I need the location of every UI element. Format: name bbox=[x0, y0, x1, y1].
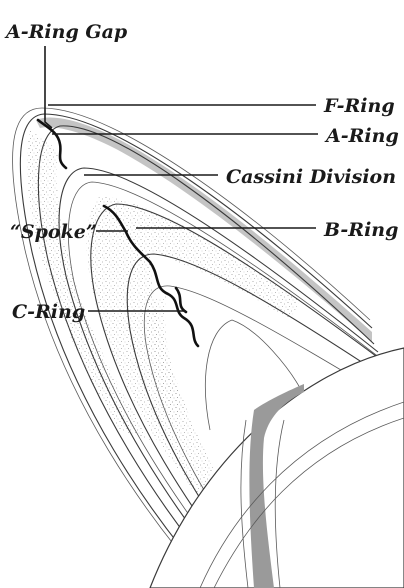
label-f-ring: F-Ring bbox=[323, 95, 395, 117]
label-spoke: “Spoke” bbox=[10, 221, 97, 243]
label-b-ring: B-Ring bbox=[323, 219, 398, 241]
label-a-ring-gap: A-Ring Gap bbox=[4, 21, 128, 43]
leader-a-ring-gap bbox=[45, 46, 52, 128]
label-a-ring: A-Ring bbox=[324, 125, 399, 147]
label-c-ring: C-Ring bbox=[12, 301, 85, 323]
label-cassini-division: Cassini Division bbox=[226, 166, 396, 188]
